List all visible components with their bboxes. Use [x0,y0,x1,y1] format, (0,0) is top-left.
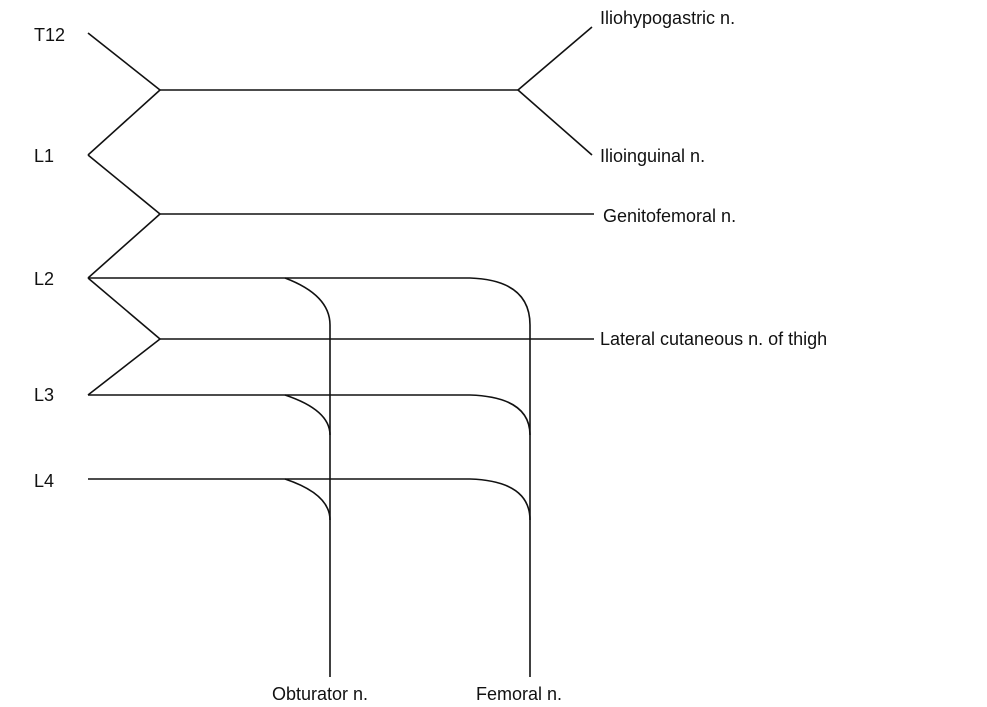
l2-obturator-branch [284,277,331,326]
nerve-label-femoral: Femoral n. [476,684,562,704]
nerve-label-ilioinguinal: Ilioinguinal n. [600,146,705,166]
l3-upper-root-line [87,338,161,396]
l2-lower-root-line [87,277,161,340]
root-label-l4: L4 [34,471,54,491]
l3-obturator-branch [284,394,331,436]
ilioinguinal-nerve-line [517,89,593,156]
nerve-label-obturator: Obturator n. [272,684,368,704]
t12-root-line [87,32,161,91]
l2-femoral-branch [88,277,531,326]
root-label-l1: L1 [34,146,54,166]
iliohypogastric-nerve-line [517,26,593,91]
l2-upper-root-line [87,213,161,279]
l4-obturator-branch [284,478,331,521]
root-label-l3: L3 [34,385,54,405]
root-label-l2: L2 [34,269,54,289]
nerve-label-genitofemoral: Genitofemoral n. [603,206,736,226]
root-label-t12: T12 [34,25,65,45]
nerve-label-lateral-cutaneous: Lateral cutaneous n. of thigh [600,329,827,349]
nerve-label-iliohypogastric: Iliohypogastric n. [600,8,735,28]
l3-femoral-branch [88,394,531,436]
l4-femoral-branch [88,478,531,521]
l1-lower-root-line [87,154,161,215]
l1-upper-root-line [87,89,161,156]
